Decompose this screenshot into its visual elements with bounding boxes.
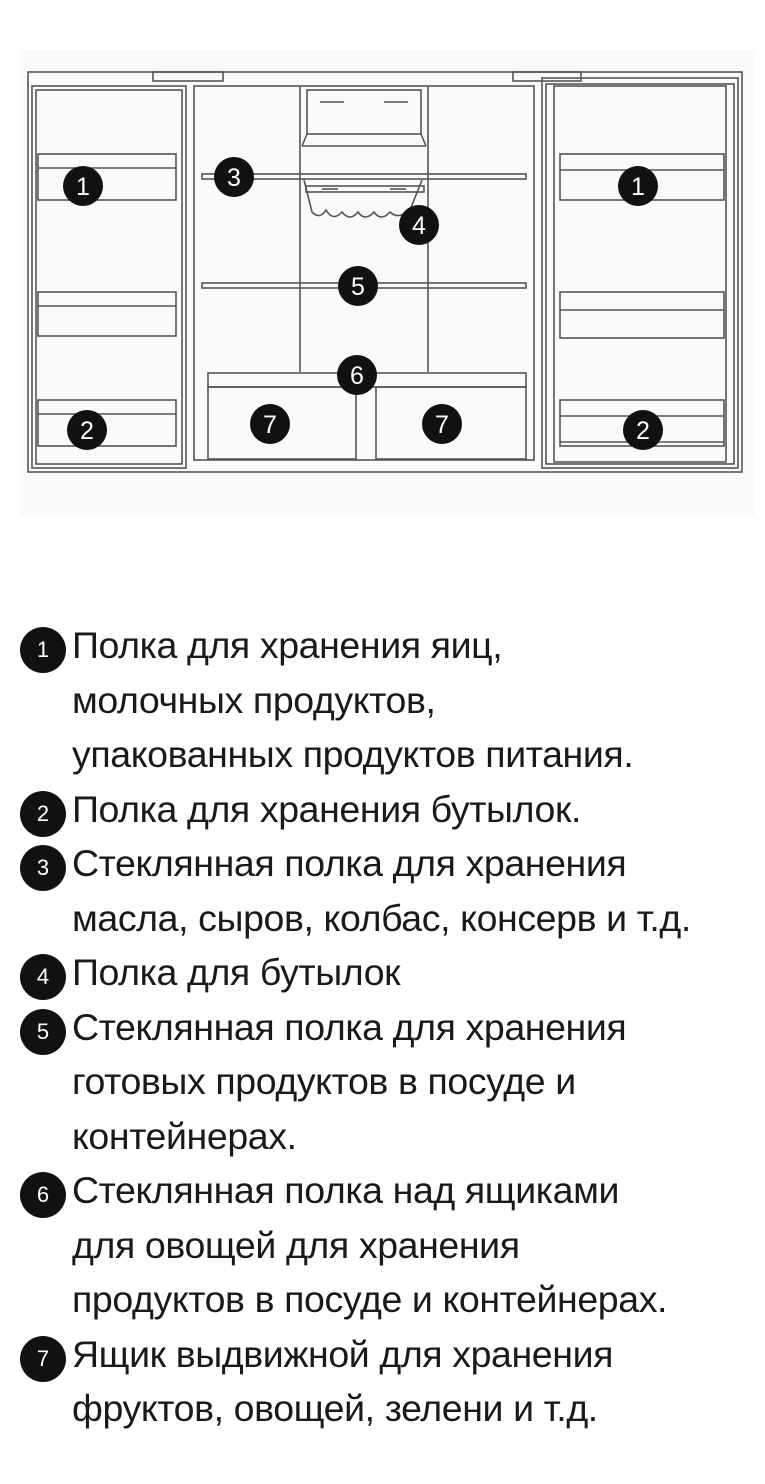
legend-text-line: молочных продуктов, (72, 678, 436, 721)
top-hinge-right (512, 71, 582, 82)
legend-item-1: 1 Полка для хранения яиц, молочных проду… (18, 618, 758, 782)
legend-text-line: Полка для бутылок (72, 951, 401, 993)
fridge-diagram: 1 1 2 2 3 4 5 (20, 50, 755, 516)
legend-text-line: Стеклянная полка над ящиками (72, 1169, 620, 1211)
callout-6: 6 (337, 355, 377, 395)
crisper-drawer-left (207, 386, 357, 460)
callout-label: 5 (351, 273, 365, 301)
legend-text-line: Полка для хранения яиц, (72, 624, 503, 666)
callout-label: 2 (636, 417, 650, 445)
callout-1-left: 1 (63, 166, 103, 206)
callout-label: 6 (350, 362, 364, 390)
left-door-shelf-mid (37, 291, 177, 337)
number-badge: 7 (20, 1335, 66, 1382)
callout-1-right: 1 (618, 166, 658, 206)
main-compartment (193, 85, 535, 461)
legend: 1 Полка для хранения яиц, молочных проду… (18, 618, 758, 1436)
legend-text-line: Ящик выдвижной для хранения (72, 1332, 614, 1375)
legend-text-line: Полка для хранения бутылок. (72, 787, 581, 830)
legend-text-line: Стеклянная полка для хранения (72, 1005, 627, 1048)
crisper-drawer-right (375, 386, 527, 460)
callout-7-left: 7 (250, 404, 290, 444)
number-badge: 5 (20, 1008, 66, 1055)
callout-label: 1 (631, 173, 645, 201)
legend-item-6: 6 Стеклянная полка над ящиками для овоще… (18, 1163, 758, 1327)
callout-label: 1 (76, 173, 90, 201)
legend-item-7: 7 Ящик выдвижной для хранения фруктов, о… (18, 1327, 758, 1436)
left-door-shelf-2 (37, 399, 177, 447)
legend-text-line: упакованных продуктов питания. (72, 733, 634, 775)
fridge-drawing: 1 1 2 2 3 4 5 (27, 71, 743, 473)
legend-item-4: 4 Полка для бутылок (18, 945, 758, 1000)
fridge-body (27, 71, 743, 473)
bottle-rack-4 (303, 179, 423, 218)
right-door (545, 83, 735, 465)
callout-2-right: 2 (623, 410, 663, 450)
left-door-shelf-1 (37, 153, 177, 201)
top-hinge-left (152, 71, 224, 82)
number-badge: 1 (20, 627, 66, 673)
callout-label: 4 (412, 212, 426, 240)
right-door-inner (553, 85, 727, 463)
left-door-inner (35, 89, 183, 465)
legend-item-5: 5 Стеклянная полка для хранения готовых … (18, 1000, 758, 1164)
legend-item-2: 2 Полка для хранения бутылок. (18, 782, 758, 837)
legend-text-line: для овощей для хранения (72, 1223, 520, 1266)
number-badge: 3 (20, 845, 66, 891)
legend-text-line: готовых продуктов в посуде и (72, 1060, 576, 1102)
left-door (31, 85, 187, 469)
legend-text-line: Стеклянная полка для хранения (72, 842, 627, 884)
callout-4: 4 (399, 205, 439, 245)
legend-text-line: контейнерах. (72, 1114, 297, 1157)
legend-item-3: 3 Стеклянная полка для хранения масла, с… (18, 836, 758, 945)
number-badge: 2 (20, 790, 66, 837)
top-module (306, 89, 422, 135)
right-door-frame (541, 77, 739, 469)
callout-5: 5 (338, 266, 378, 306)
callout-7-right: 7 (422, 404, 462, 444)
callout-label: 7 (435, 411, 449, 439)
number-badge: 4 (20, 954, 66, 1000)
number-badge: 6 (20, 1172, 66, 1218)
legend-text-line: фруктов, овощей, зелени и т.д. (72, 1387, 598, 1429)
legend-text-line: продуктов в посуде и контейнерах. (72, 1278, 668, 1320)
right-door-shelf-mid (559, 291, 725, 339)
callout-label: 3 (227, 164, 241, 192)
glass-shelf-3 (201, 173, 527, 180)
callout-label: 2 (80, 417, 94, 445)
callout-3: 3 (214, 157, 254, 197)
callout-label: 7 (263, 411, 277, 439)
callout-2-left: 2 (67, 410, 107, 450)
legend-text-line: масла, сыров, колбас, консерв и т.д. (72, 896, 691, 939)
